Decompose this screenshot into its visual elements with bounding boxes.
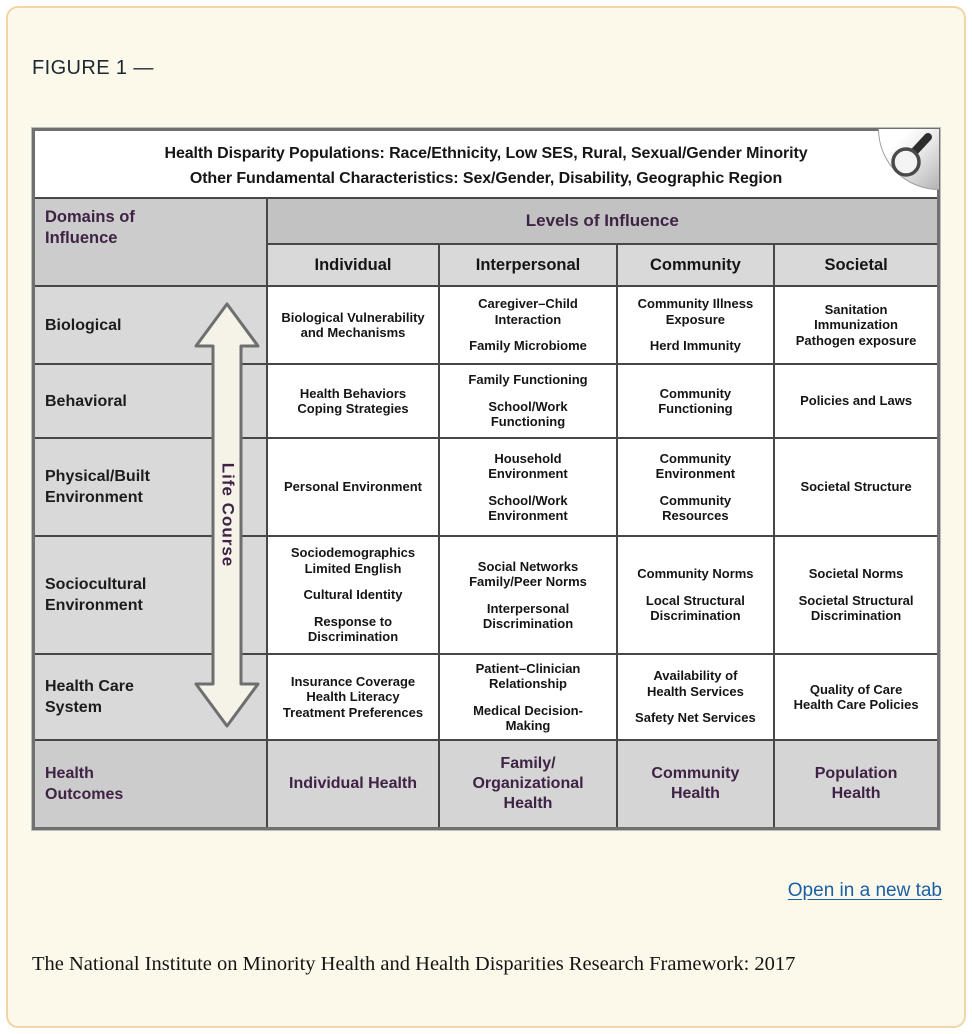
factor-cell: Personal Environment: [267, 439, 439, 535]
factor-cell: Biological Vulnerability and Mechanisms: [267, 287, 439, 363]
factor-cell: Societal Structure: [775, 439, 937, 535]
factor-cell: Health Behaviors Coping Strategies: [267, 365, 439, 437]
health-outcomes-label: Health Outcomes: [35, 741, 266, 827]
domain-label: Behavioral: [35, 365, 266, 437]
domain-label: Biological: [35, 287, 266, 363]
framework-grid: Domains of Influence Levels of Influence…: [35, 197, 937, 827]
figure-header-band: Health Disparity Populations: Race/Ethni…: [35, 131, 937, 197]
column-header-societal: Societal: [775, 245, 937, 285]
magnifier-icon: [891, 133, 932, 177]
zoom-corner-badge[interactable]: [878, 129, 939, 190]
factor-cell: Policies and Laws: [775, 365, 937, 437]
domains-of-influence-header: Domains of Influence: [35, 199, 266, 285]
domain-label: Physical/Built Environment: [35, 439, 266, 535]
column-header-interpersonal: Interpersonal: [440, 245, 616, 285]
figure-label: FIGURE 1 —: [32, 57, 154, 79]
factor-cell: Sanitation Immunization Pathogen exposur…: [775, 287, 937, 363]
outcome-cell: Population Health: [775, 741, 937, 827]
factor-cell: Community Functioning: [617, 365, 774, 437]
factor-cell: Insurance Coverage Health Literacy Treat…: [267, 655, 439, 739]
open-in-new-tab-link[interactable]: Open in a new tab: [787, 880, 942, 901]
domain-label: Sociocultural Environment: [35, 537, 266, 653]
outcome-cell: Individual Health: [267, 741, 439, 827]
column-header-community: Community: [617, 245, 774, 285]
levels-of-influence-header: Levels of Influence: [267, 199, 937, 243]
framework-figure-panel[interactable]: Health Disparity Populations: Race/Ethni…: [32, 128, 940, 830]
header-line-2: Other Fundamental Characteristics: Sex/G…: [189, 170, 783, 187]
column-header-individual: Individual: [267, 245, 439, 285]
outcome-cell: Community Health: [617, 741, 774, 827]
figure-caption: The National Institute on Minority Healt…: [32, 953, 796, 975]
domain-label: Health Care System: [35, 655, 266, 739]
figure-card: FIGURE 1 — Health Disparity Populations:…: [6, 6, 966, 1028]
header-line-1: Health Disparity Populations: Race/Ethni…: [164, 145, 808, 162]
outcome-cell: Family/ Organizational Health: [440, 741, 616, 827]
factor-cell: Quality of Care Health Care Policies: [775, 655, 937, 739]
